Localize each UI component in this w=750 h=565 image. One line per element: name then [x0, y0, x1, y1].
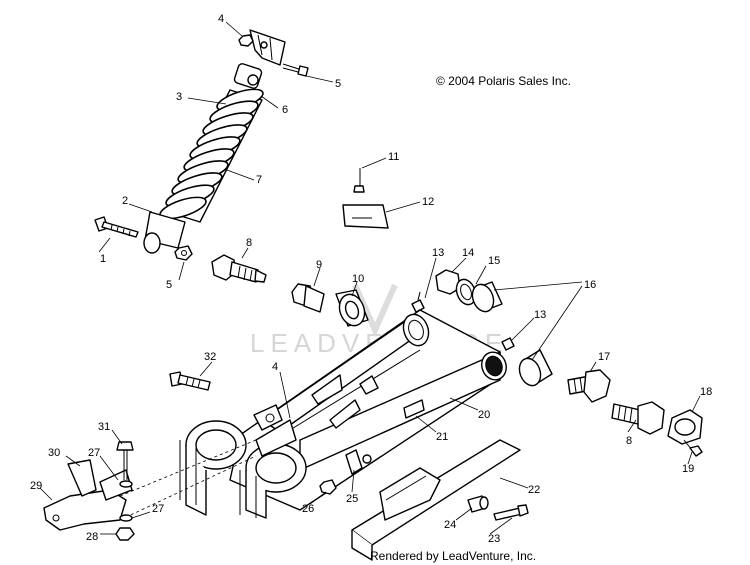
pin-32	[169, 371, 211, 391]
callout-17: 17	[598, 351, 610, 363]
pivot-bolt-8-right	[611, 401, 665, 435]
swing-arm	[179, 309, 507, 519]
callout-6: 6	[282, 104, 288, 116]
callout-29: 29	[30, 480, 42, 492]
callout-21: 21	[436, 431, 448, 443]
nut-5-lower	[174, 245, 193, 261]
callout-27-upper: 27	[88, 447, 100, 459]
callout-32: 32	[204, 351, 216, 363]
nut-28	[115, 527, 135, 541]
callout-16: 16	[584, 279, 596, 291]
washer-27b	[119, 514, 133, 522]
callout-18: 18	[700, 386, 712, 398]
callout-4-lower: 4	[272, 361, 278, 373]
callout-3: 3	[176, 91, 182, 103]
callout-19: 19	[682, 463, 694, 475]
nut-4	[238, 34, 254, 47]
callout-1: 1	[100, 253, 106, 265]
bolt-31	[116, 441, 134, 480]
washer-27a	[119, 480, 133, 488]
bushing-10	[335, 289, 369, 327]
bolt-23	[493, 504, 529, 521]
callout-13-lower: 13	[534, 309, 546, 321]
pivot-bolt-17	[567, 369, 611, 403]
callout-4-upper: 4	[218, 13, 224, 25]
pivot-bolt-8-upper	[211, 254, 267, 283]
callout-25: 25	[346, 493, 358, 505]
callout-23: 23	[488, 533, 500, 545]
footer-credit: Rendered by LeadVenture, Inc.	[370, 549, 536, 563]
callout-26: 26	[302, 503, 314, 515]
leader-lines	[39, 21, 701, 535]
callout-12: 12	[422, 196, 434, 208]
spacer-24	[467, 495, 489, 513]
washer-25	[362, 454, 372, 464]
copyright-text: © 2004 Polaris Sales Inc.	[436, 74, 571, 88]
bolt-19	[683, 439, 703, 457]
callout-15: 15	[488, 255, 500, 267]
bracket-12	[342, 168, 389, 229]
callout-9: 9	[316, 259, 322, 271]
bushing-9	[291, 283, 325, 313]
bushing-16-lower	[518, 349, 553, 387]
callout-8-right: 8	[626, 435, 632, 447]
callout-31: 31	[98, 421, 110, 433]
callout-5-upper: 5	[335, 78, 341, 90]
chain-guard	[351, 439, 521, 561]
bolt-5-upper	[282, 63, 309, 77]
callout-14: 14	[462, 247, 474, 259]
callout-7: 7	[256, 174, 262, 186]
callout-13-upper: 13	[432, 247, 444, 259]
bolt-1	[94, 216, 139, 238]
callout-24: 24	[444, 519, 456, 531]
nut-26	[319, 479, 337, 495]
plate-18	[667, 409, 703, 445]
callout-30: 30	[48, 447, 60, 459]
callout-27-lower: 27	[152, 503, 164, 515]
grease-fitting-13a	[411, 291, 425, 313]
callout-28: 28	[86, 531, 98, 543]
pivot-hardware	[435, 269, 503, 313]
callout-8-upper: 8	[246, 237, 252, 249]
grease-fitting-13b	[501, 337, 515, 351]
callout-22: 22	[528, 484, 540, 496]
callout-2: 2	[122, 195, 128, 207]
callout-11: 11	[388, 151, 399, 163]
callout-labels: 4 5 3 6 7 2 1 8 5 9 10 11 12 13 14 15 16…	[30, 13, 712, 545]
callout-5-lower: 5	[166, 279, 172, 291]
callout-10: 10	[352, 273, 364, 285]
shock-absorber	[143, 29, 286, 254]
callout-20: 20	[478, 409, 490, 421]
